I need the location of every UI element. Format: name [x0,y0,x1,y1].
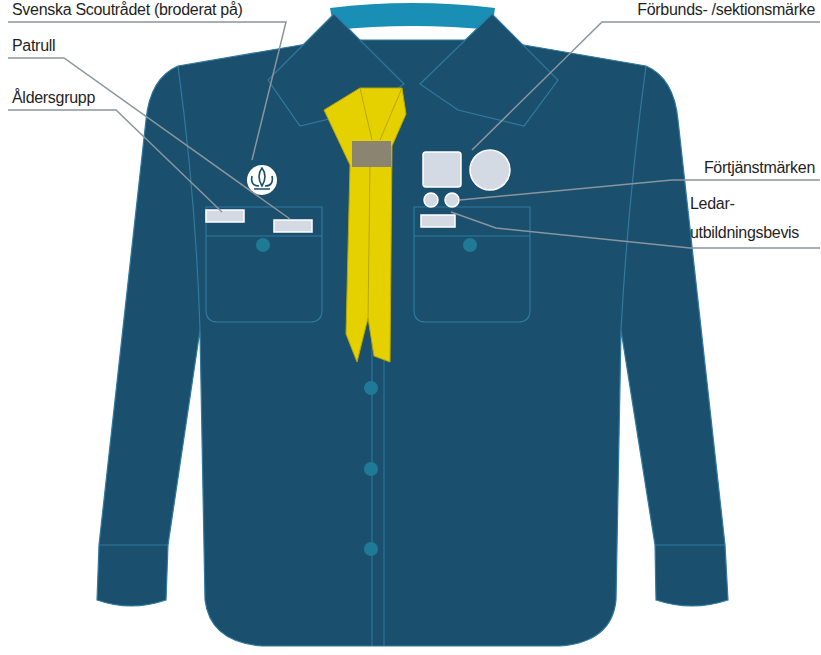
callout-label: Förbunds- /sektionsmärke [637,1,815,19]
button [364,381,378,395]
leader-training-badge [421,215,455,227]
section-badge [470,150,510,190]
callout-label: Ledar- utbildningsbevis [690,189,815,247]
pocket [206,207,322,322]
collar-band [330,3,495,30]
callout-label: Patrull [12,37,55,55]
woggle [352,141,391,167]
callout-label: Svenska Scoutrådet (broderat på) [12,1,243,19]
callout-label: Åldersgrupp [12,89,95,107]
sleeve-seam [99,66,725,545]
merit-badge [445,193,459,207]
leader-lines [8,22,820,248]
patrol-badge [274,220,312,232]
collar-flap [420,14,558,126]
scarf [324,88,406,362]
pocket-button [256,238,270,252]
callout-label: Förtjänstmärken [704,159,815,177]
merit-badge [424,193,438,207]
scarf-fold [360,88,402,318]
pocket-button [463,238,477,252]
age-group-badge [206,210,244,222]
button [364,462,378,476]
button [364,542,378,556]
scout-emblem [247,165,277,195]
shirt-body [97,40,728,646]
pocket [414,207,530,322]
federation-badge [423,152,461,187]
